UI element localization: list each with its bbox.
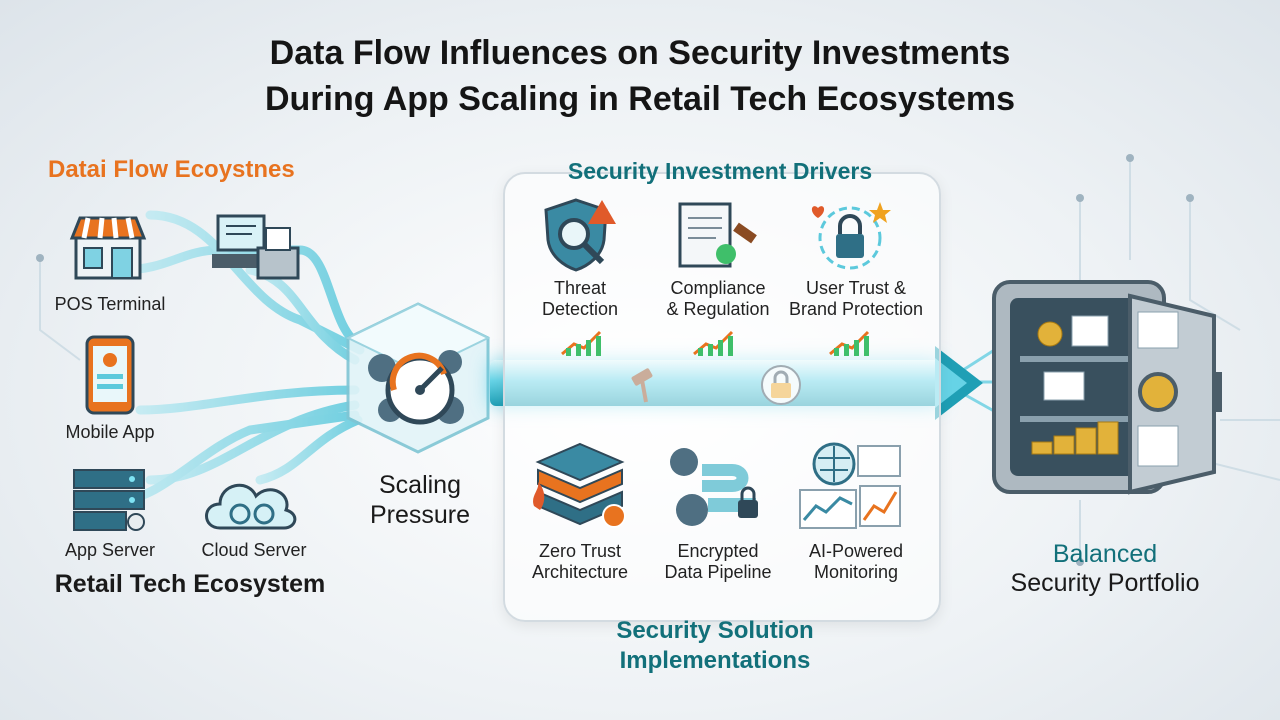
ai-brain-icon — [799, 442, 901, 529]
driver-label-threat: Threat Detection — [541, 278, 619, 319]
shield-magnifier-icon — [544, 198, 616, 272]
mobile-app-label: Mobile App — [65, 422, 155, 442]
left-footer-label: Retail Tech Ecosystem — [54, 570, 326, 598]
encrypted-pipe-icon — [670, 448, 758, 526]
arrow-head-icon — [935, 346, 983, 420]
server-rack-icon — [73, 469, 145, 531]
solution-label-ai-monitoring: AI-Powered Monitoring — [808, 541, 904, 582]
title-line-2: During App Scaling in Retail Tech Ecosys… — [264, 80, 1016, 118]
cloud-server-label: Cloud Server — [201, 540, 307, 560]
growth-chart-icon — [561, 330, 602, 356]
solution-label-encrypted: Encrypted Data Pipeline — [664, 541, 772, 582]
solution-label-zero-trust: Zero Trust Architecture — [531, 541, 629, 582]
pos-terminal-label: POS Terminal — [54, 294, 166, 314]
storefront-icon — [69, 216, 147, 280]
cloud-server-icon — [205, 483, 297, 530]
app-server-label: App Server — [64, 540, 156, 560]
page-title: Data Flow Influences on Security Investm… — [0, 30, 1280, 122]
driver-label-compliance: Compliance & Regulation — [666, 278, 770, 319]
driver-label-user-trust: User Trust & Brand Protection — [788, 278, 924, 319]
balanced-portfolio-label: Balanced Security Portfolio — [980, 540, 1230, 598]
solutions-heading: Security Solution Implementations — [616, 617, 814, 674]
title-line-1: Data Flow Influences on Security Investm… — [269, 34, 1011, 72]
padlock-heart-icon — [811, 202, 891, 270]
balanced-label: Balanced — [1052, 540, 1158, 568]
growth-chart-icon — [693, 330, 734, 356]
drivers-heading: Security Investment Drivers — [567, 158, 873, 184]
server-stack-icon — [533, 442, 626, 528]
scaling-pressure-label: Scaling Pressure — [369, 471, 471, 529]
left-heading: Datai Flow Ecoystnes — [48, 156, 295, 183]
growth-chart-icon — [829, 330, 870, 356]
security-portfolio-label: Security Portfolio — [1010, 569, 1200, 597]
scroll-gavel-icon — [678, 202, 757, 268]
scaling-gear-cube-icon — [345, 302, 491, 454]
terminal-printer-icon — [212, 214, 300, 280]
vault-safe-icon — [992, 280, 1222, 495]
mobile-phone-icon — [85, 335, 135, 415]
